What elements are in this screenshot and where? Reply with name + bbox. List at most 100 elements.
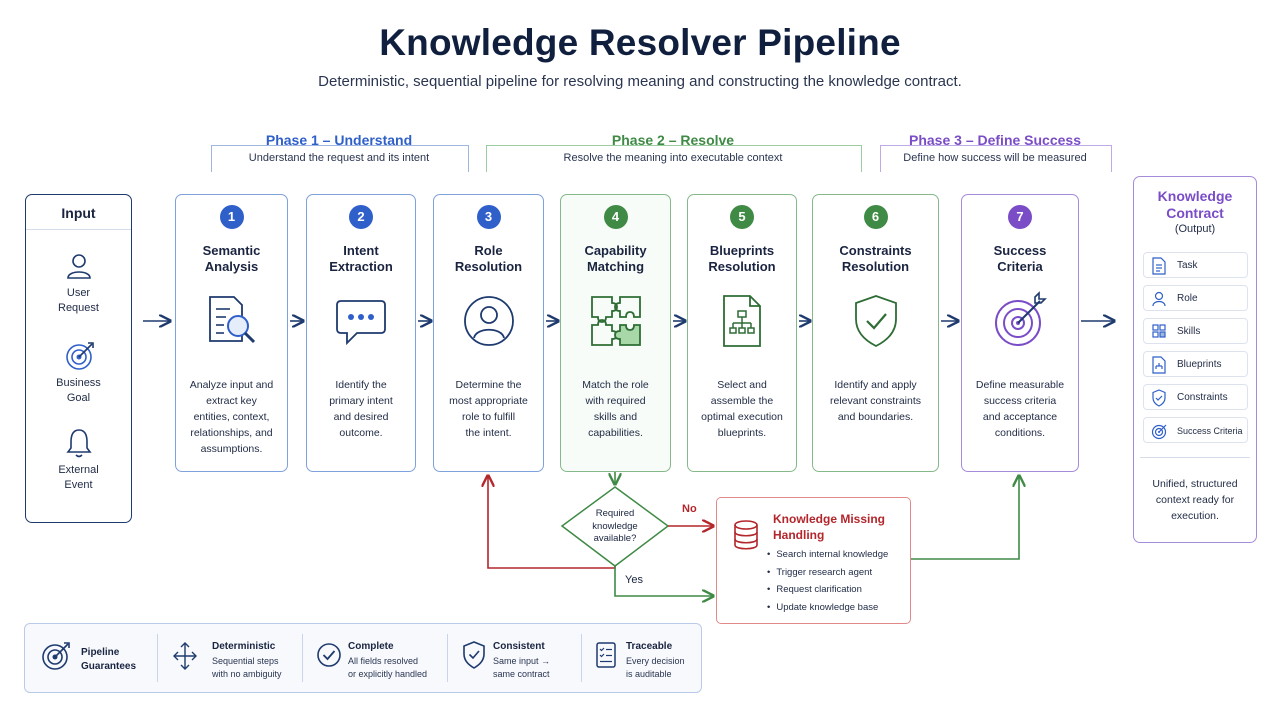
knowledge-contract-panel: Knowledge Contract (Output) Task Role Sk… — [1133, 176, 1257, 543]
shield-check-icon — [1152, 389, 1166, 407]
step-description: Identify the primary intent and desired … — [329, 379, 393, 439]
input-external-event-label: External Event — [58, 464, 99, 491]
contract-item-role: Role — [1143, 285, 1248, 311]
phase-2-bracket — [486, 145, 862, 172]
contract-item-label: Blueprints — [1177, 359, 1222, 370]
guarantee-title: Complete — [348, 641, 394, 652]
puzzle-icon — [1152, 324, 1166, 338]
input-business-goal-label: Business Goal — [56, 377, 101, 404]
contract-item-constraints: Constraints — [1143, 384, 1248, 410]
step-capability-matching: 4 Capability Matching Match the role wit… — [560, 194, 671, 472]
target-arrow-icon — [995, 291, 1047, 346]
pipeline-guarantees-panel: Pipeline Guarantees Deterministic Sequen… — [24, 623, 702, 693]
knowledge-missing-list: Search internal knowledge Trigger resear… — [767, 546, 888, 616]
page-subtitle: Deterministic, sequential pipeline for r… — [318, 73, 962, 90]
target-icon — [66, 342, 94, 370]
guarantee-text: Same input → same contract — [493, 656, 551, 679]
step-number: 3 — [476, 205, 501, 229]
list-item: Update knowledge base — [767, 599, 888, 617]
guarantee-text: Every decision is auditable — [626, 656, 685, 679]
step-success-criteria: 7 Success Criteria Define measurable suc… — [961, 194, 1079, 472]
step-description: Determine the most appropriate role to f… — [449, 379, 528, 439]
step-number: 5 — [730, 205, 754, 229]
decision-no-label: No — [682, 503, 697, 515]
blueprint-doc-icon — [1152, 356, 1166, 374]
guarantee-title: Consistent — [493, 641, 545, 652]
step-description: Select and assemble the optimal executio… — [701, 379, 783, 439]
contract-item-label: Success Criteria — [1177, 426, 1243, 436]
step-number: 7 — [1008, 205, 1032, 229]
task-doc-icon — [1152, 257, 1166, 275]
step-semantic-analysis: 1 Semantic Analysis Analyze input and ex… — [175, 194, 288, 472]
list-item: Trigger research agent — [767, 564, 888, 582]
contract-item-label: Skills — [1177, 326, 1201, 337]
step-number: 2 — [349, 205, 373, 229]
contract-item-label: Constraints — [1177, 392, 1228, 403]
step-description: Match the role with required skills and … — [582, 379, 649, 439]
input-user-request-label: User Request — [58, 287, 99, 314]
knowledge-missing-title: Knowledge Missing Handling — [773, 512, 886, 542]
step-constraints-resolution: 6 Constraints Resolution Identify and ap… — [812, 194, 939, 472]
guarantee-title: Traceable — [626, 641, 673, 652]
phase-2-title: Phase 2 – Resolve — [611, 132, 735, 148]
checklist-icon — [596, 642, 616, 668]
phase-1-bracket — [211, 145, 469, 172]
step-description: Analyze input and extract key entities, … — [189, 379, 274, 455]
phase-3-bracket — [880, 145, 1112, 172]
step-intent-extraction: 2 Intent Extraction Identify the primary… — [306, 194, 416, 472]
user-circle-icon — [463, 296, 514, 346]
bell-icon — [66, 429, 92, 458]
input-title: Input — [61, 205, 96, 221]
list-item: Request clarification — [767, 581, 888, 599]
step-title: Intent Extraction — [329, 243, 393, 274]
contract-item-success-criteria: Success Criteria — [1143, 417, 1248, 443]
knowledge-missing-panel: Knowledge Missing Handling Search intern… — [716, 497, 911, 624]
contract-item-skills: Skills — [1143, 318, 1248, 344]
step-title: Capability Matching — [584, 243, 647, 274]
step-number: 1 — [219, 205, 244, 229]
target-icon — [42, 642, 70, 670]
step-description: Identify and apply relevant constraints … — [829, 379, 922, 423]
chat-bubble-icon — [336, 300, 386, 346]
shield-check-icon — [463, 641, 485, 669]
guarantees-title: Pipeline Guarantees — [81, 647, 137, 672]
contract-subtitle: (Output) — [1174, 223, 1216, 235]
contract-footer: Unified, structured context ready for ex… — [1152, 478, 1238, 522]
arrows-cross-icon — [173, 642, 197, 670]
contract-item-blueprints: Blueprints — [1143, 351, 1248, 377]
step-title: Semantic Analysis — [202, 243, 261, 274]
database-icon — [734, 520, 758, 550]
decision-question: Required knowledge available? — [592, 508, 638, 544]
contract-title: Knowledge Contract — [1157, 188, 1233, 221]
list-item: Search internal knowledge — [767, 546, 888, 564]
input-panel: Input User Request Business Goal Externa… — [25, 194, 132, 523]
step-description: Define measurable success criteria and a… — [975, 379, 1065, 439]
step-title: Role Resolution — [454, 243, 523, 274]
phase-3-title: Phase 3 – Define Success — [909, 132, 1081, 148]
document-search-icon — [208, 296, 255, 344]
phase-2-subtitle: Resolve the meaning into executable cont… — [563, 152, 783, 164]
decision-yes-label: Yes — [625, 574, 643, 586]
target-icon — [1151, 424, 1167, 440]
step-blueprints-resolution: 5 Blueprints Resolution Select and assem… — [687, 194, 797, 472]
phase-1-title: Phase 1 – Understand — [265, 132, 413, 148]
contract-item-label: Role — [1177, 293, 1198, 304]
contract-item-label: Task — [1177, 260, 1198, 271]
step-title: Constraints Resolution — [839, 243, 912, 274]
page-title: Knowledge Resolver Pipeline — [379, 22, 901, 63]
phase-1-subtitle: Understand the request and its intent — [248, 152, 430, 164]
step-role-resolution: 3 Role Resolution Determine the most app… — [433, 194, 544, 472]
user-icon — [1152, 291, 1166, 307]
phase-3-subtitle: Define how success will be measured — [903, 152, 1087, 164]
puzzle-icon — [590, 296, 641, 346]
user-icon — [67, 254, 91, 279]
guarantee-title: Deterministic — [212, 641, 276, 652]
step-title: Blueprints Resolution — [708, 243, 776, 274]
contract-item-task: Task — [1143, 252, 1248, 278]
guarantee-text: Sequential steps with no ambiguity — [212, 656, 282, 679]
step-number: 6 — [863, 205, 888, 229]
check-circle-icon — [317, 643, 341, 667]
shield-check-icon — [854, 295, 897, 348]
step-number: 4 — [603, 205, 628, 229]
